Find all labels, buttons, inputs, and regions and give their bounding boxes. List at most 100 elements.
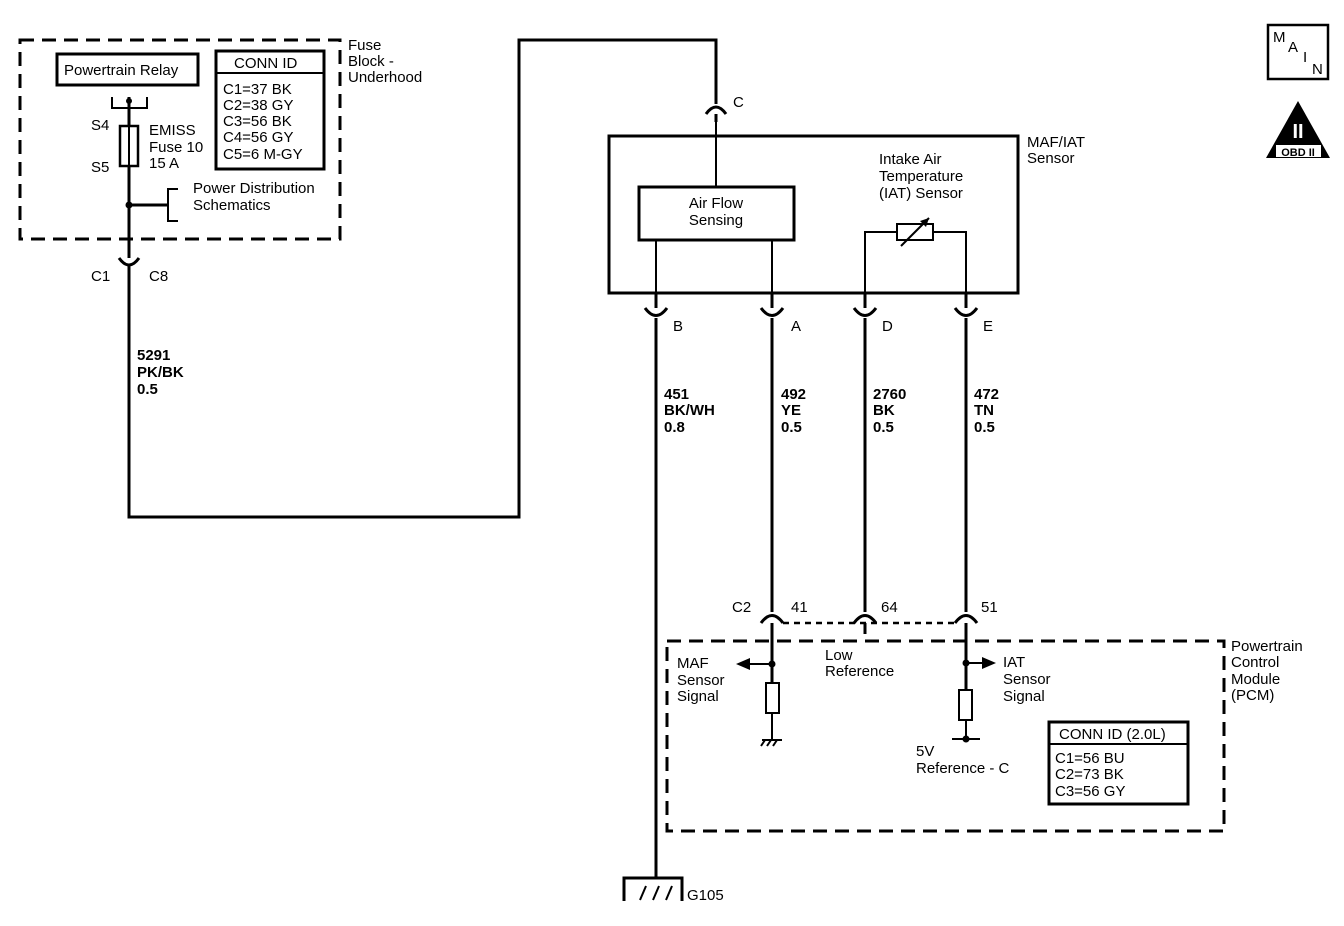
- wire-472-color: TN: [974, 402, 994, 419]
- maf-sensor-title-line2: Sensor: [1027, 150, 1075, 167]
- pin-d: [852, 307, 878, 317]
- wire-492-color: YE: [781, 402, 801, 419]
- connector-c-label: C: [733, 94, 744, 111]
- pin-e-label: E: [983, 318, 993, 335]
- main-icon-letter-m: M: [1273, 29, 1286, 46]
- sensor-wires: 451 BK/WH 0.8 492 YE 0.5 2760 BK 0.5 472…: [654, 318, 999, 878]
- five-volt-line2: Reference - C: [916, 760, 1010, 777]
- power-dist-bracket: [167, 188, 178, 222]
- thermistor-arrowhead: [920, 218, 929, 227]
- obd-ii-icon[interactable]: II OBD II: [1266, 101, 1330, 159]
- wire-451-color: BK/WH: [664, 402, 715, 419]
- fuse-block-underhood: Fuse Block - Underhood Powertrain Relay …: [18, 37, 422, 285]
- pin-d-label: D: [882, 318, 893, 335]
- obd-ii-label: OBD II: [1281, 147, 1315, 159]
- pcm-pin-51: [953, 614, 979, 624]
- pcm-pin-64-label: 64: [881, 599, 898, 616]
- pcm-pin-64: [852, 614, 878, 624]
- pin-a-label: A: [791, 318, 801, 335]
- connector-c8-label: C8: [149, 268, 168, 285]
- wire-472-size: 0.5: [974, 419, 995, 436]
- pin-a: [759, 307, 785, 317]
- ground-hatch: [639, 885, 673, 901]
- fuse-conn-id-3: C3=56 BK: [223, 113, 292, 130]
- air-flow-line2: Sensing: [689, 212, 743, 229]
- iat-line3: (IAT) Sensor: [879, 185, 963, 202]
- fuse-label-line1: EMISS: [149, 122, 196, 139]
- maf-signal-line3: Signal: [677, 688, 719, 705]
- pcm-conn-id-title: CONN ID (2.0L): [1059, 726, 1166, 743]
- wire-472-circuit: 472: [974, 386, 999, 403]
- fuse-conn-id-5: C5=6 M-GY: [223, 146, 303, 163]
- pcm-title-line4: (PCM): [1231, 687, 1274, 704]
- pcm-conn-id-2: C2=73 BK: [1055, 766, 1124, 783]
- fuse-conn-id-4: C4=56 GY: [223, 129, 293, 146]
- obd-ii-triangle-icon: [1266, 101, 1330, 158]
- fuse-label-line3: 15 A: [149, 155, 179, 172]
- wire-492-circuit: 492: [781, 386, 806, 403]
- wire-451-circuit: 451: [664, 386, 689, 403]
- wire-492-size: 0.5: [781, 419, 802, 436]
- main-icon-letter-a: A: [1288, 39, 1298, 56]
- maf-iat-sensor-box: [607, 134, 1020, 295]
- pcm-conn-id-1: C1=56 BU: [1055, 750, 1125, 767]
- pin-e: [953, 307, 979, 317]
- main-icon-letter-n: N: [1312, 61, 1323, 78]
- pcm-pin-41: [759, 614, 785, 624]
- iat-lead-right: [933, 231, 967, 293]
- terminal-s4: S4: [91, 117, 109, 134]
- feed-wire-size: 0.5: [137, 381, 158, 398]
- relay-node: [126, 98, 132, 104]
- wire-2760-color: BK: [873, 402, 895, 419]
- fuse-block-title-line3: Underhood: [348, 69, 422, 86]
- fuse-connector-c1-c8: [117, 257, 141, 267]
- ground-g105-icon: [622, 876, 684, 901]
- powertrain-relay-label: Powertrain Relay: [64, 62, 179, 79]
- pcm-pin-51-label: 51: [981, 599, 998, 616]
- wire-451-size: 0.8: [664, 419, 685, 436]
- air-flow-line1: Air Flow: [689, 195, 743, 212]
- feed-wire-color: PK/BK: [137, 364, 184, 381]
- iat-line2: Temperature: [879, 168, 963, 185]
- connector-c1-label: C1: [91, 268, 110, 285]
- ground-g105: G105: [622, 876, 724, 904]
- wire-2760-size: 0.5: [873, 419, 894, 436]
- fuse-block-title-line2: Block -: [348, 53, 394, 70]
- fuse-conn-id-2: C2=38 GY: [223, 97, 293, 114]
- ground-g105-label: G105: [687, 887, 724, 904]
- pcm-title-line3: Module: [1231, 671, 1280, 688]
- pcm-conn-id-box: [1047, 720, 1190, 806]
- pcm-conn-id-3: C3=56 GY: [1055, 783, 1125, 800]
- fuse-label-line2: Fuse 10: [149, 139, 203, 156]
- iat-signal-line3: Signal: [1003, 688, 1045, 705]
- terminal-s5: S5: [91, 159, 109, 176]
- powertrain-control-module: Powertrain Control Module (PCM) C2 41 64…: [665, 599, 1303, 833]
- pcm-title-line1: Powertrain: [1231, 638, 1303, 655]
- main-icon-frame: [1266, 23, 1330, 81]
- maf-signal-line1: MAF: [677, 655, 709, 672]
- maf-signal-arrow-icon: [736, 658, 750, 670]
- maf-ground-icon: [760, 739, 778, 747]
- iat-signal-arrow-icon: [982, 657, 996, 669]
- air-flow-sensing-box: [637, 185, 796, 242]
- pin-b: [643, 307, 669, 317]
- fuse-block-title-line1: Fuse: [348, 37, 381, 54]
- iat-line1: Intake Air: [879, 151, 942, 168]
- pcm-outline: [665, 639, 1226, 833]
- fuse-block-outline: [18, 38, 342, 241]
- low-ref-line2: Reference: [825, 663, 894, 680]
- fuse-conn-id-box: [214, 49, 326, 171]
- main-icon-letter-i: I: [1303, 49, 1307, 66]
- iat-signal-line2: Sensor: [1003, 671, 1051, 688]
- main-icon[interactable]: M A I N: [1266, 23, 1330, 81]
- maf-signal-line2: Sensor: [677, 672, 725, 689]
- pin-b-label: B: [673, 318, 683, 335]
- five-volt-line1: 5V: [916, 743, 934, 760]
- iat-lead-left: [864, 231, 897, 293]
- feed-wire-5291: 5291 PK/BK 0.5: [127, 38, 718, 519]
- obd-ii-label-bg: [1276, 145, 1321, 157]
- pcm-title-line2: Control: [1231, 654, 1279, 671]
- fuse-conn-id-title: CONN ID: [234, 55, 298, 72]
- iat-pull-up-resistor: [958, 689, 973, 721]
